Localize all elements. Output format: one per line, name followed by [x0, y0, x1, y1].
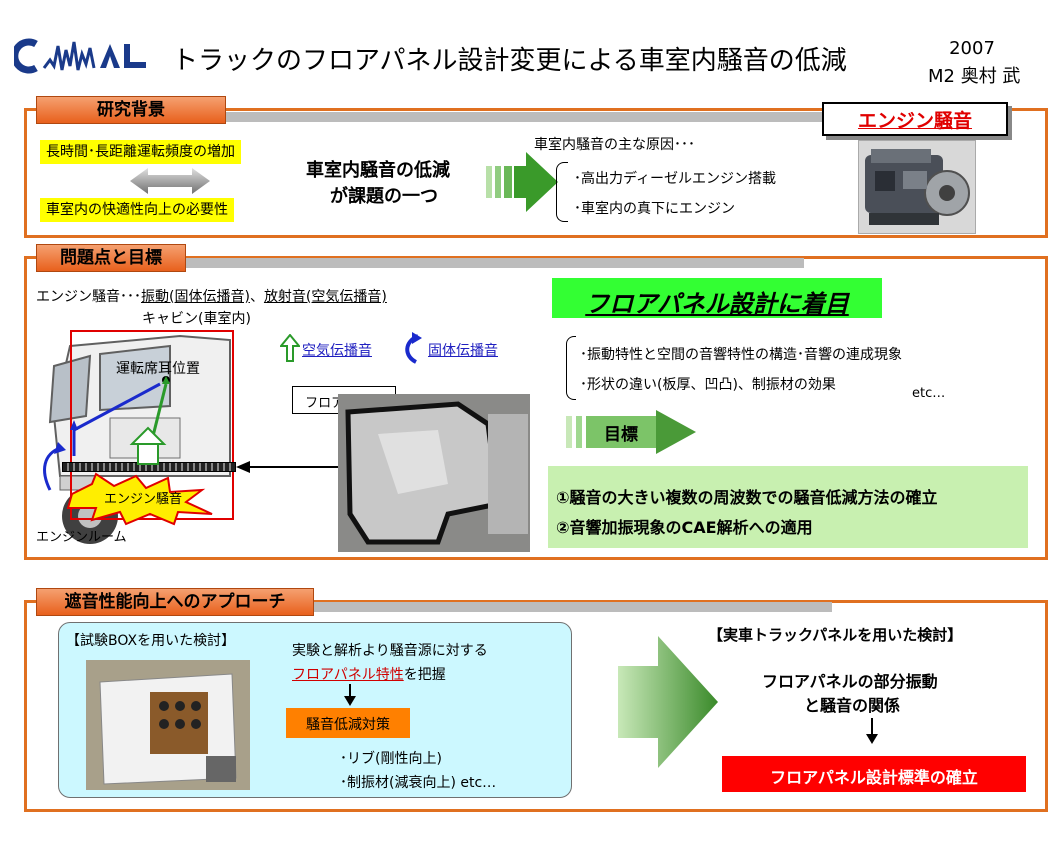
- down-arrow-icon: [344, 696, 356, 706]
- explosion-icon: [66, 472, 213, 526]
- test-box-photo: [86, 660, 250, 790]
- arrow-to-floor: [246, 466, 340, 468]
- goal-1: ①騒音の大きい複数の周波数での騒音低減方法の確立: [556, 488, 938, 507]
- comfort-need-box: 車室内の快適性向上の必要性: [40, 198, 234, 222]
- down-arrow-icon: [866, 734, 878, 744]
- tag-shadow: [224, 112, 824, 122]
- real-line2: と騒音の関係: [804, 696, 901, 715]
- engine-noise-label: エンジン騒音: [104, 492, 183, 507]
- sound-path-arrows: [43, 376, 170, 491]
- research-background-tag: 研究背景: [36, 96, 226, 124]
- standard-label: フロアパネル設計標準の確立: [770, 768, 978, 787]
- point-shape: ･形状の違い(板厚、凹凸)、制振材の効果: [580, 377, 836, 393]
- test-box-title: 【試験BOXを用いた検討】: [66, 633, 236, 649]
- points-etc: etc…: [912, 386, 946, 401]
- focus-title: フロアパネル設計に着目: [585, 290, 849, 318]
- floor-panel-photo: [338, 394, 530, 552]
- arrow-head-icon: [236, 461, 250, 473]
- big-green-arrow-icon: [618, 636, 718, 768]
- noise-sep: 、: [249, 289, 264, 305]
- tag-shadow: [184, 258, 804, 268]
- structure-borne-arrow-icon: [405, 332, 422, 364]
- noise-vibration: 振動(固体伝播音): [141, 289, 250, 305]
- double-arrow-icon: [130, 168, 210, 194]
- goal-2: ②音響加振現象のCAE解析への適用: [556, 518, 813, 537]
- problem-goal-tag: 問題点と目標: [36, 244, 186, 272]
- noise-types: エンジン騒音･･･振動(固体伝播音)、放射音(空気伝播音): [36, 286, 387, 306]
- study-suffix: を把握: [403, 667, 446, 683]
- engine-label-box: [822, 102, 1008, 136]
- air-borne-label: 空気伝播音: [302, 343, 372, 359]
- tag-shadow: [312, 602, 832, 612]
- logo: [11, 36, 154, 76]
- cabin-label: キャビン(車室内): [142, 311, 251, 327]
- engine-label: エンジン騒音: [857, 110, 972, 132]
- engine-photo: [858, 140, 976, 234]
- page-title: トラックのフロアパネル設計変更による車室内騒音の低減: [172, 46, 847, 76]
- issue-line1: 車室内騒音の低減: [306, 160, 450, 181]
- countermeasure-box: [286, 708, 410, 738]
- down-line: [871, 718, 873, 736]
- cause-engine-below: ･車室内の真下にエンジン: [574, 201, 735, 217]
- goal-label: 目標: [604, 425, 638, 445]
- goal-arrow-icon: [566, 410, 696, 454]
- standard-box: [722, 756, 1026, 792]
- approach-tag: 遮音性能向上へのアプローチ: [36, 588, 314, 616]
- engine-room-label: エンジンルーム: [36, 530, 127, 545]
- air-borne-arrow-icon: [280, 334, 300, 362]
- real-line1: フロアパネルの部分振動: [762, 672, 938, 691]
- down-line: [349, 684, 351, 698]
- logo-graphic: [11, 38, 146, 74]
- study-line1: 実験と解析より騒音源に対する: [292, 643, 488, 659]
- cause-diesel: ･高出力ディーゼルエンジン搭載: [574, 171, 777, 187]
- real-truck-title: 【実車トラックパネルを用いた検討】: [708, 626, 963, 644]
- countermeasure-label: 騒音低減対策: [306, 717, 390, 733]
- author: M2 奥村 武: [928, 66, 1021, 87]
- causes-bracket: [556, 162, 568, 222]
- noise-prefix: エンジン騒音･･･: [36, 289, 141, 305]
- driver-ear-label: 運転席耳位置: [116, 361, 200, 377]
- point-coupling: ･振動特性と空間の音響特性の構造･音響の連成現象: [580, 347, 902, 363]
- study-line2: フロアパネル特性を把握: [292, 664, 446, 684]
- rib-item: ･リブ(剛性向上): [340, 751, 442, 767]
- longer-driving-box: 長時間･長距離運転頻度の増加: [40, 140, 241, 164]
- issue-line2: が課題の一つ: [330, 186, 438, 207]
- year: 2007: [949, 38, 995, 59]
- goal-box: [548, 466, 1028, 548]
- floor-panel-characteristics: フロアパネル特性: [292, 667, 404, 683]
- damping-item: ･制振材(減衰向上) etc…: [340, 775, 497, 791]
- focus-box: [552, 278, 882, 318]
- truck-illustration: [48, 334, 231, 544]
- green-arrow-icon: [486, 152, 558, 212]
- structure-borne-label: 固体伝播音: [428, 343, 498, 359]
- points-bracket: [566, 336, 576, 400]
- noise-radiation: 放射音(空気伝播音): [263, 289, 387, 305]
- causes-title: 車室内騒音の主な原因･･･: [534, 137, 695, 153]
